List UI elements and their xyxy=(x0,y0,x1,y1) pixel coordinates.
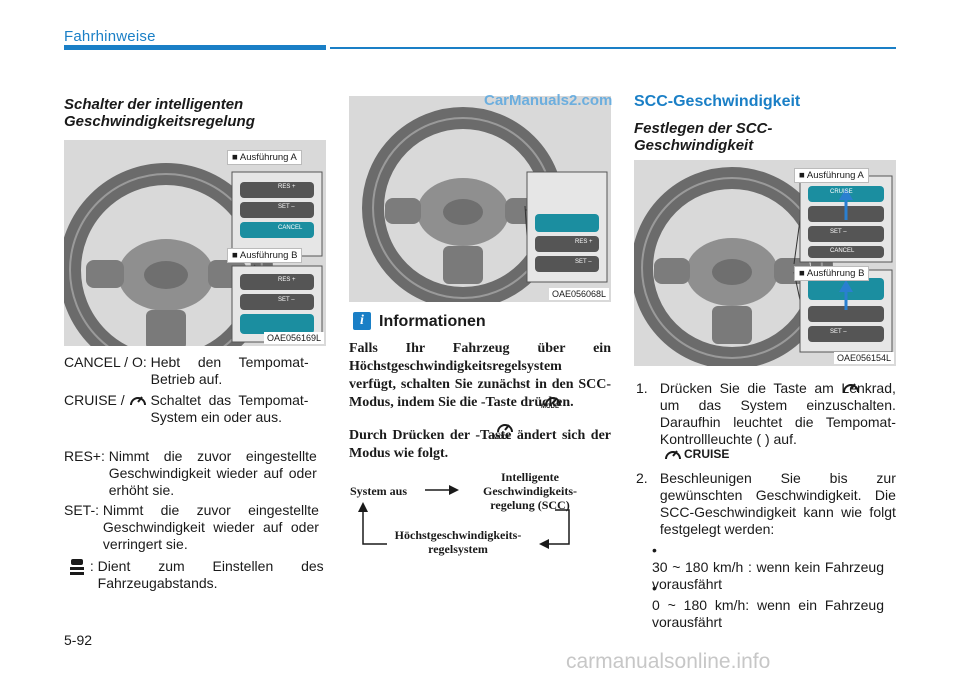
mode-button-icon-2 xyxy=(497,424,513,433)
cruise-indicator-label: CRUISE xyxy=(684,447,730,461)
bullet-1-text: 30 ~ 180 km/h : wenn kein Fahrzeug vorau… xyxy=(652,559,884,592)
definition-set: SET-: Nimmt die zuvor eingestellte Gesch… xyxy=(64,502,326,553)
mode-button-caption-1: MODE xyxy=(541,404,559,410)
definition-res: RES+: Nimmt die zuvor eingestellte Gesch… xyxy=(64,448,326,499)
figure-left-button-set-a: SET – xyxy=(278,204,295,210)
figure-left-button-res-b: RES + xyxy=(278,277,296,283)
step-1: 1. Drücken Sie die Taste am Lenkrad, um … xyxy=(636,380,896,448)
figure-right-button-cancel: CANCEL xyxy=(830,248,855,254)
figure-left-button-set-b: SET – xyxy=(278,297,295,303)
figure-right-button-set-a: SET – xyxy=(830,229,847,235)
info-paragraph-1: Falls Ihr Fahrzeug über ein Höchstgeschw… xyxy=(349,340,611,412)
steering-wheel-right-svg xyxy=(634,167,893,366)
step-2: 2. Beschleunigen Sie bis zur gewünschten… xyxy=(636,470,896,538)
figure-right-button-set-b: SET – xyxy=(830,329,847,335)
page-number: 5-92 xyxy=(64,632,93,648)
mode-button-icon xyxy=(545,397,561,406)
cruise-speedometer-icon-step xyxy=(843,383,859,393)
definition-distance-term: : xyxy=(89,558,94,574)
figure-left-button-cancel-a: CANCEL xyxy=(278,225,303,231)
figure-middle-button-res: RES + xyxy=(575,239,593,245)
figure-left-variant-b: ■ Ausführung B xyxy=(227,248,303,263)
step-1-number: 1. xyxy=(636,380,648,396)
cruise-speedometer-icon-indicator xyxy=(665,450,681,460)
diagram-arrows xyxy=(358,485,570,549)
header-bar-thick xyxy=(64,45,326,50)
info-paragraph-1-text: Falls Ihr Fahrzeug über ein Höchstgeschw… xyxy=(349,341,611,410)
vehicle-distance-icon xyxy=(70,559,84,575)
figure-left-variant-a: ■ Ausführung A xyxy=(227,150,302,165)
definition-distance: : Dient zum Einstellen des Fahrzeugabsta… xyxy=(64,558,326,592)
cruise-indicator-icon: CRUISE xyxy=(664,446,729,462)
figure-right-variant-b: ■ Ausführung B xyxy=(794,266,870,281)
bullet-1: • 30 ~ 180 km/h : wenn kein Fahrzeug vor… xyxy=(652,542,884,592)
watermark-bottom: carmanualsonline.info xyxy=(566,650,771,673)
right-heading: SCC-Geschwindigkeit xyxy=(634,93,801,110)
definition-cruise-desc: Schaltet das Tempomat-System ein oder au… xyxy=(150,392,309,425)
step-1-text: Drücken Sie die Taste am Lenkrad, um das… xyxy=(659,380,896,447)
info-title: Informationen xyxy=(379,313,486,330)
info-paragraph-2-text: Durch Drücken der -Taste ändert sich der… xyxy=(349,428,611,461)
diagram-speed-limiter: Höchstgeschwindigkeits-regelsystem xyxy=(394,528,522,556)
header-bar-thin xyxy=(330,47,896,49)
bullet-2: • 0 ~ 180 km/h: wenn ein Fahrzeug voraus… xyxy=(652,580,884,630)
figure-right-button-cruise: CRUISE xyxy=(830,189,853,195)
section-title: Fahrhinweise xyxy=(64,28,156,45)
steering-wheel-figure-right: ■ Ausführung A ■ Ausführung B CRUISE SET… xyxy=(634,160,896,366)
figure-right-variant-a: ■ Ausführung A xyxy=(794,168,869,183)
figure-left-button-res-a: RES + xyxy=(278,184,296,190)
left-heading: Schalter der intelligenten Geschwindigke… xyxy=(64,96,255,130)
step-2-number: 2. xyxy=(636,470,648,486)
definition-cruise-term: CRUISE / xyxy=(64,392,125,408)
definition-cruise: CRUISE / Schaltet das Tempomat-System ei… xyxy=(64,392,326,426)
definition-set-term: SET-: xyxy=(64,502,100,518)
info-icon: i xyxy=(353,312,371,330)
mode-button-caption-2: MODE xyxy=(493,435,511,441)
bullet-2-text: 0 ~ 180 km/h: wenn ein Fahrzeug vorausfä… xyxy=(652,597,884,630)
figure-middle-button-set: SET – xyxy=(575,259,592,265)
figure-left-code: OAE056169L xyxy=(263,332,324,344)
definition-res-desc: Nimmt die zuvor eingestellte Geschwindig… xyxy=(108,448,317,498)
definition-set-desc: Nimmt die zuvor eingestellte Geschwindig… xyxy=(102,502,319,552)
diagram-system-off: System aus xyxy=(350,484,408,498)
definition-cancel-desc: Hebt den Tempomat-Betrieb auf. xyxy=(150,354,309,387)
cruise-speedometer-icon xyxy=(129,396,146,406)
step-2-text: Beschleunigen Sie bis zur gewünschten Ge… xyxy=(659,470,896,537)
definition-cancel: CANCEL / O: Hebt den Tempomat-Betrieb au… xyxy=(64,354,326,388)
steering-wheel-figure-middle: RES + SET – OAE056068L xyxy=(349,96,611,302)
definition-res-term: RES+: xyxy=(64,448,105,464)
steering-wheel-figure-left: ■ Ausführung A ■ Ausführung B RES + SET … xyxy=(64,140,326,346)
diagram-scc: Intelligente Geschwindigkeits-regelung (… xyxy=(482,470,577,512)
figure-middle-code: OAE056068L xyxy=(548,288,609,300)
definition-cancel-term: CANCEL / O: xyxy=(64,354,147,370)
info-paragraph-2: Durch Drücken der -Taste ändert sich der… xyxy=(349,427,611,463)
steering-wheel-left-svg xyxy=(64,163,323,346)
steering-wheel-middle-svg xyxy=(362,107,608,302)
right-subheading: Festlegen der SCC-Geschwindigkeit xyxy=(634,120,773,154)
watermark-top: CarManuals2.com xyxy=(484,92,613,109)
figure-right-code: OAE056154L xyxy=(833,352,894,364)
definition-distance-desc: Dient zum Einstellen des Fahrzeugabstand… xyxy=(97,558,324,591)
